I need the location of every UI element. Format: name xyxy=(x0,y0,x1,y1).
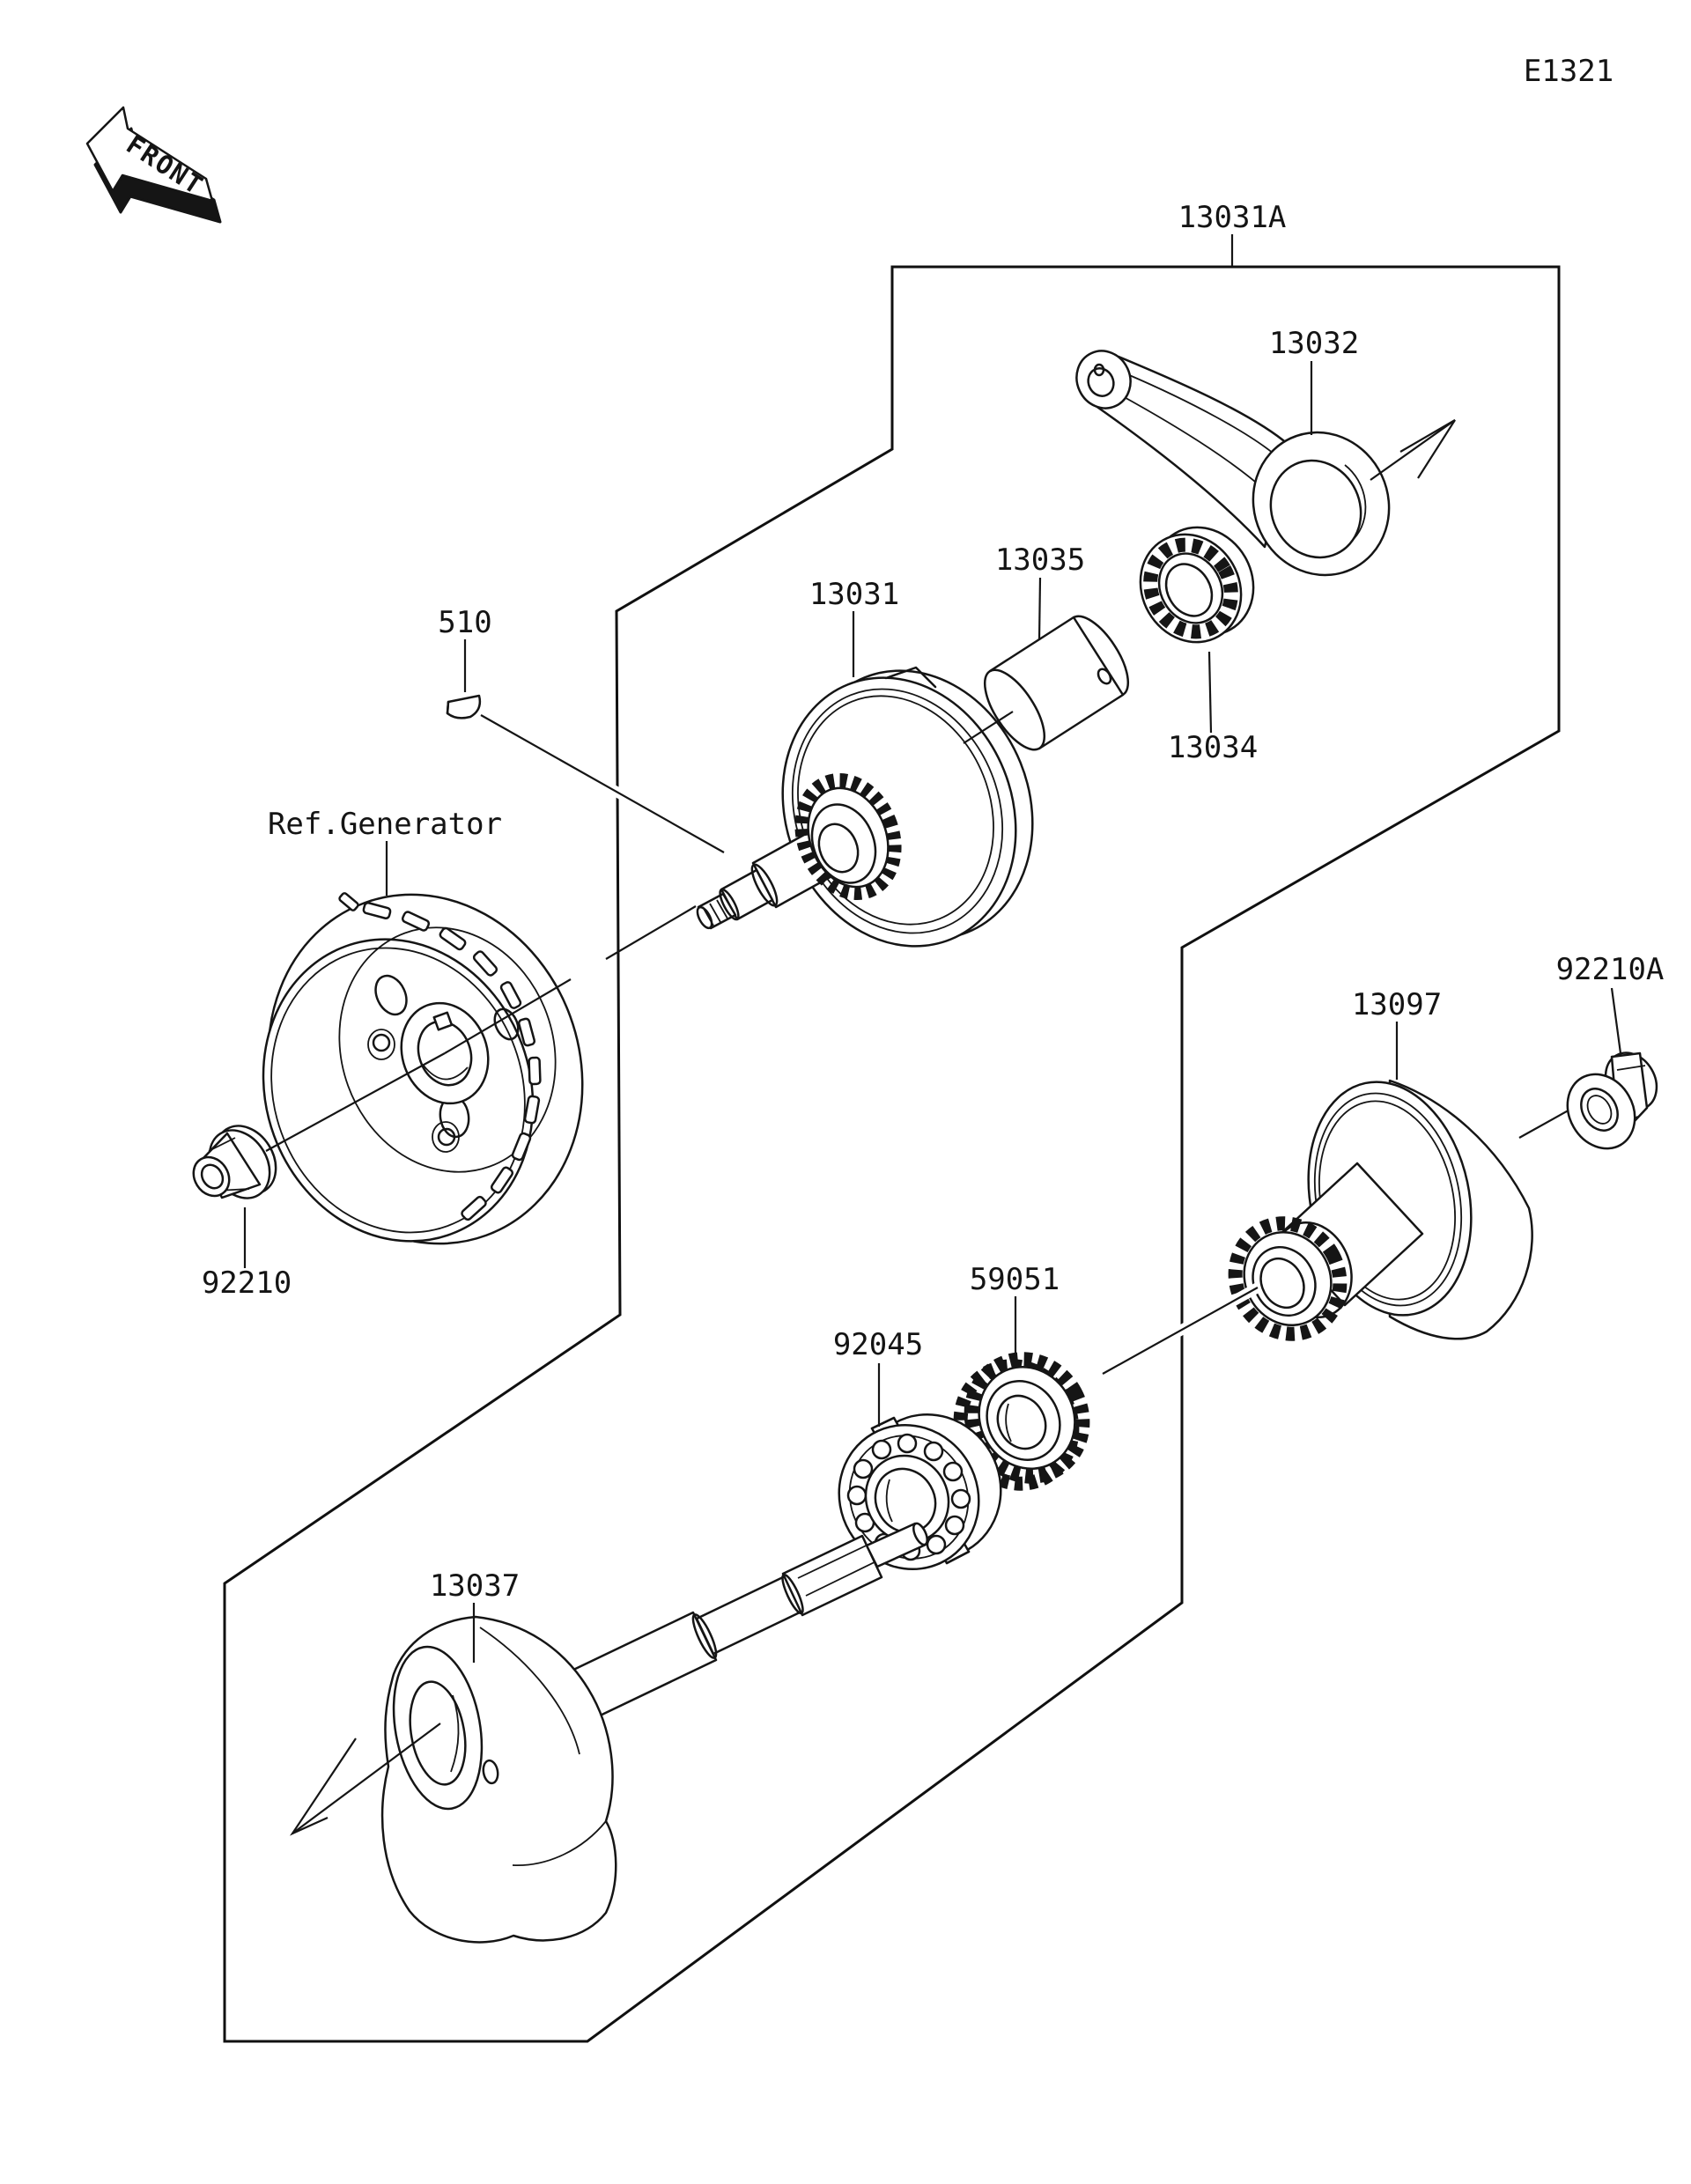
part-label-13031a: 13031A xyxy=(1178,200,1287,235)
crank-pin-13035 xyxy=(983,615,1130,751)
assembly-group-outline xyxy=(223,265,1561,2043)
axis-line-gear-housing xyxy=(1102,1287,1259,1375)
part-label-92210a: 92210A xyxy=(1556,952,1665,987)
part-label-13037: 13037 xyxy=(430,1568,520,1604)
crankshaft-13037 xyxy=(380,1522,928,1944)
part-label-59051: 59051 xyxy=(970,1262,1060,1297)
generator-rotor xyxy=(262,892,584,1245)
crankshaft-13031 xyxy=(696,666,1034,948)
part-label-510: 510 xyxy=(438,605,491,640)
connecting-rod-13032 xyxy=(1075,350,1391,577)
woodruff-key-510 xyxy=(446,694,482,719)
leader-92210a xyxy=(1610,987,1622,1054)
part-label-92045: 92045 xyxy=(833,1327,923,1362)
leader-13034 xyxy=(1207,651,1213,734)
part-label-ref-generator: Ref.Generator xyxy=(268,807,502,842)
axis-line-rotor xyxy=(265,1052,446,1152)
leader-13035 xyxy=(1037,577,1042,641)
axis-line-pin xyxy=(963,711,1014,744)
ball-bearing-92045 xyxy=(838,1413,1002,1571)
rotor-slots xyxy=(338,892,542,1221)
crankshaft-direction-arrow xyxy=(289,1723,441,1836)
key-pointer-line xyxy=(480,714,725,853)
part-label-13031: 13031 xyxy=(809,577,899,612)
part-labels: 13031A 13032 13035 13034 13031 510 Ref.G… xyxy=(202,200,1665,1604)
part-label-92210: 92210 xyxy=(202,1265,292,1301)
front-direction-marker: FRONT xyxy=(85,106,222,224)
front-arrow-face xyxy=(85,106,214,203)
axis-line-rotor-2 xyxy=(444,978,572,1054)
flange-nut-92210a xyxy=(1566,1051,1658,1150)
rod-direction-arrow xyxy=(1370,419,1456,481)
clutch-housing-13097 xyxy=(1228,1079,1533,1341)
leader-lines xyxy=(243,234,1622,1663)
part-label-13032: 13032 xyxy=(1269,326,1359,361)
spur-gear-59051 xyxy=(953,1352,1090,1491)
part-label-13034: 13034 xyxy=(1168,730,1258,765)
axis-line-tip xyxy=(605,905,697,960)
flange-nut-92210 xyxy=(192,1125,277,1199)
part-label-13097: 13097 xyxy=(1352,987,1442,1022)
needle-bearing-13034 xyxy=(1139,526,1255,644)
part-label-13035: 13035 xyxy=(995,542,1085,578)
page-code: E1321 xyxy=(1524,54,1613,89)
